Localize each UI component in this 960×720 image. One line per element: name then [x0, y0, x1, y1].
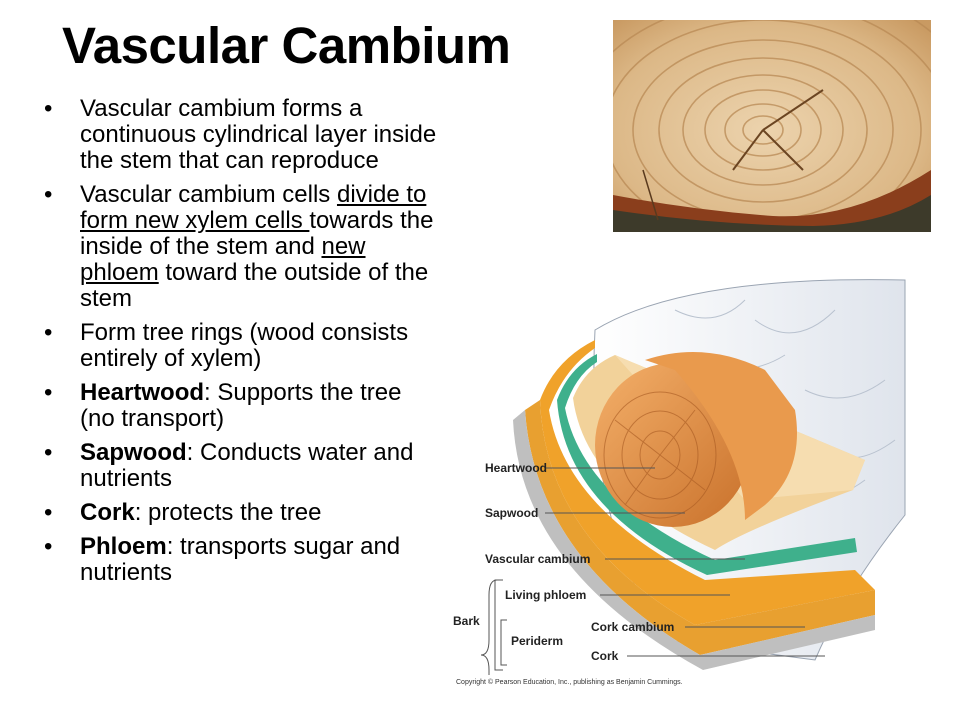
label-periderm: Periderm [511, 634, 563, 648]
bullet-item: Vascular cambium forms a continuous cyli… [40, 96, 440, 174]
label-sapwood: Sapwood [485, 506, 538, 520]
bullet-term: Sapwood [80, 439, 187, 466]
bullet-text: Form tree rings (wood consists entirely … [80, 319, 409, 372]
label-vascular-cambium: Vascular cambium [485, 552, 590, 566]
label-cork-cambium: Cork cambium [591, 620, 674, 634]
bullet-underlined-text: new phloem [80, 233, 366, 286]
bullet-item: Sapwood: Conducts water and nutrients [40, 440, 440, 492]
copyright-notice: Copyright © Pearson Education, Inc., pub… [456, 679, 683, 686]
bullet-item: Heartwood: Supports the tree (no transpo… [40, 380, 440, 432]
tree-rings-photo [613, 20, 931, 232]
bullet-item: Vascular cambium cells divide to form ne… [40, 182, 440, 312]
slide-title: Vascular Cambium [62, 17, 511, 74]
stem-cross-section-diagram: Heartwood Sapwood Vascular cambium Livin… [453, 279, 906, 675]
label-heartwood: Heartwood [485, 461, 547, 475]
bullet-text: : Supports the tree (no transport) [80, 379, 402, 432]
bullet-text: towards the inside of the stem and [80, 207, 434, 260]
bullet-text: : protects the tree [134, 499, 322, 526]
bullet-text: : transports sugar and nutrients [80, 533, 401, 586]
bullet-item: Phloem: transports sugar and nutrients [40, 534, 440, 586]
bullet-list: Vascular cambium forms a continuous cyli… [40, 96, 440, 594]
bullet-item: Form tree rings (wood consists entirely … [40, 320, 440, 372]
bullet-underlined-text: divide to form new xylem cells [80, 181, 427, 234]
bullet-text: Vascular cambium cells [80, 181, 337, 208]
bullet-term: Phloem [80, 533, 167, 560]
label-living-phloem: Living phloem [505, 588, 586, 602]
bullet-text: Vascular cambium forms a continuous cyli… [80, 95, 437, 174]
bullet-item: Cork: protects the tree [40, 499, 440, 527]
bullet-text: toward the outside of the stem [80, 259, 429, 312]
bullet-term: Heartwood [80, 379, 205, 406]
label-cork: Cork [591, 649, 619, 663]
bullet-term: Cork [80, 499, 135, 526]
label-bark: Bark [453, 614, 480, 628]
bullet-text: : Conducts water and nutrients [80, 439, 414, 492]
